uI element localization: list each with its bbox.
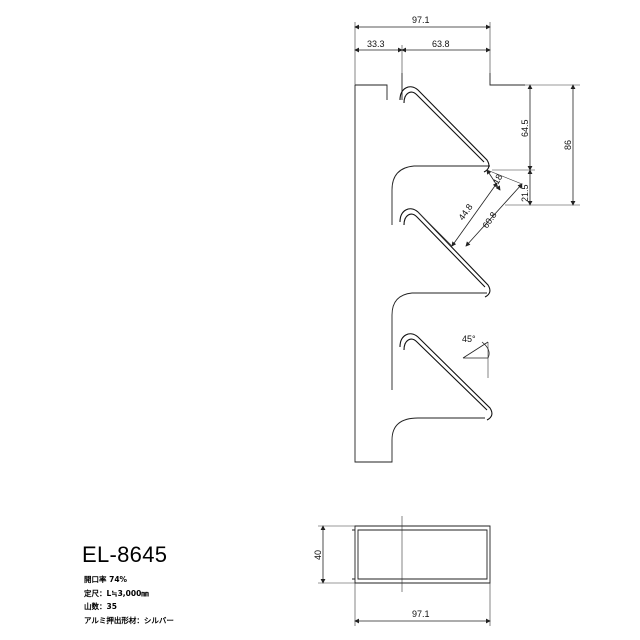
- louver-blade-1-inner: [403, 91, 485, 163]
- spec-blade-count: 山数：35: [84, 602, 117, 611]
- profile-outline: [354, 73, 525, 463]
- louver-blade-2-inner: [403, 213, 486, 288]
- dim-overall-width: 97.1: [412, 15, 430, 25]
- dim-diag-inner: 44.8: [456, 202, 474, 222]
- dim-section-depth: 40: [313, 550, 323, 560]
- louver-blade-1: [399, 86, 490, 173]
- spec-standard-length: 定尺：L≒3,000㎜: [84, 588, 149, 598]
- dim-total-height: 86: [563, 140, 573, 150]
- dim-bottom-width: 97.1: [412, 609, 430, 619]
- spec-opening-ratio: 開口率 74%: [84, 575, 128, 584]
- dim-right-section: 63.8: [432, 39, 450, 49]
- dim-pitch: 64.5: [520, 119, 530, 137]
- dim-lower-offset: 21.5: [520, 184, 530, 202]
- spec-list: 開口率 74% 定尺：L≒3,000㎜ 山数：35 アルミ押出形材：シルバー: [84, 573, 174, 627]
- dim-left-section: 33.3: [367, 39, 385, 49]
- spec-material: アルミ押出形材：シルバー: [84, 615, 174, 625]
- section-outline: [352, 525, 491, 584]
- louver-blade-3-inner: [403, 338, 488, 411]
- louver-blade-3: [399, 333, 493, 421]
- model-number: EL-8645: [82, 542, 168, 567]
- dim-angle: 45°: [462, 334, 476, 344]
- louver-blade-2: [399, 208, 491, 298]
- dim-line-diag-outer: [465, 183, 523, 247]
- angle-arc: [462, 341, 490, 359]
